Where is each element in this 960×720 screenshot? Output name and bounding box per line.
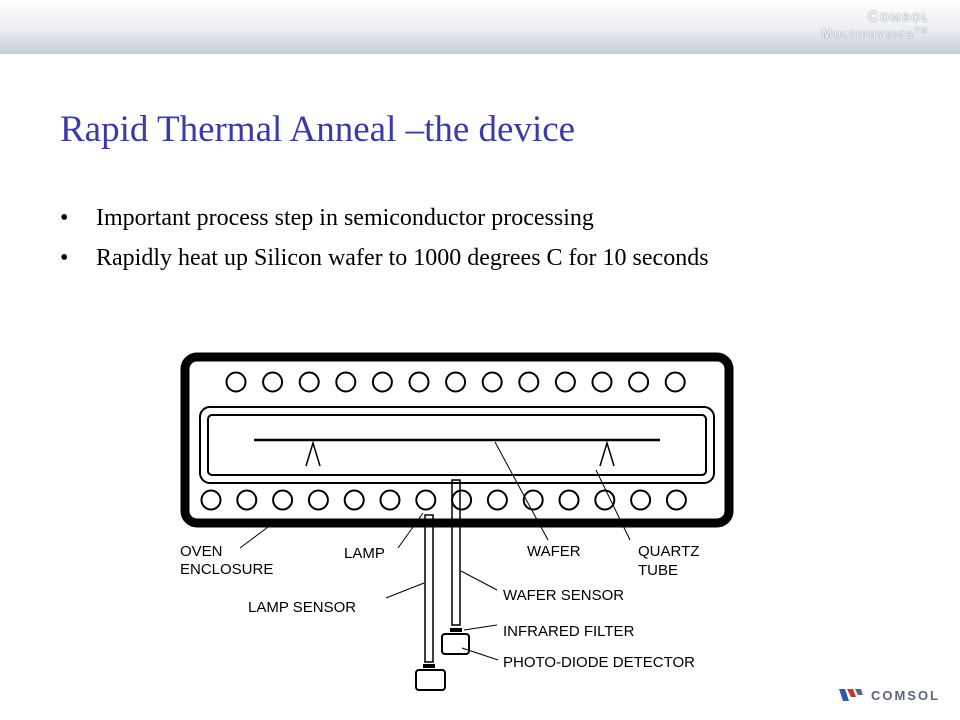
bullet-item: • Rapidly heat up Silicon wafer to 1000 d… xyxy=(60,243,860,273)
leader-photo-diode xyxy=(461,647,499,661)
leader-lamp xyxy=(397,512,424,549)
bullet-list: • Important process step in semiconductor… xyxy=(60,203,860,283)
lamp-circle xyxy=(594,489,616,511)
comsol-mark-icon xyxy=(838,689,863,701)
lamp-circle xyxy=(307,489,329,511)
lamp-circle xyxy=(554,371,576,393)
logo-line2: Multiphysics xyxy=(821,26,915,41)
label-quartz-line1: QUARTZ xyxy=(638,543,699,560)
leader-lamp-sensor xyxy=(385,582,425,599)
wafer-support-right xyxy=(599,440,615,467)
leader-oven xyxy=(239,526,269,549)
logo-line1: Comsol xyxy=(867,8,930,25)
comsol-logo-text: COMSOL xyxy=(870,687,940,703)
bullet-item: • Important process step in semiconductor… xyxy=(60,203,860,233)
lamp-circle xyxy=(445,371,467,393)
top-lamp-row xyxy=(225,371,686,393)
wafer-sensor-rod xyxy=(451,479,461,626)
bullet-text: Rapidly heat up Silicon wafer to 1000 de… xyxy=(96,245,709,271)
leader-wafer-sensor xyxy=(460,570,498,591)
slide-title: Rapid Thermal Anneal –the device xyxy=(60,109,576,150)
leader-infrared xyxy=(463,624,498,631)
bottom-lamp-row xyxy=(200,489,687,511)
label-wafer: WAFER xyxy=(527,543,581,560)
label-photo-diode: PHOTO-DIODE DETECTOR xyxy=(503,654,695,671)
comsol-logo: COMSOL xyxy=(838,687,940,703)
lamp-circle xyxy=(451,489,473,511)
lamp-circle xyxy=(558,489,580,511)
label-oven-line1: OVEN xyxy=(180,543,223,560)
lamp-circle xyxy=(343,489,365,511)
lamp-circle xyxy=(664,371,686,393)
label-oven-line2: ENCLOSURE xyxy=(180,561,273,578)
leader-wafer xyxy=(494,441,549,541)
bullet-icon: • xyxy=(60,245,69,271)
lamp-circle xyxy=(415,489,437,511)
bullet-icon: • xyxy=(60,205,69,231)
wafer-support-left xyxy=(305,440,321,467)
lamp-circle xyxy=(522,489,544,511)
lamp-circle xyxy=(335,371,357,393)
label-quartz-line2: TUBE xyxy=(638,562,678,579)
lamp-circle xyxy=(665,489,687,511)
lamp-circle xyxy=(628,371,650,393)
lamp-sensor-detector xyxy=(415,669,446,691)
bullet-text: Important process step in semiconductor … xyxy=(96,205,594,231)
lamp-circle xyxy=(272,489,294,511)
photo-diode-detector-shape xyxy=(441,633,470,655)
lamp-circle xyxy=(225,371,247,393)
lamp-circle xyxy=(371,371,393,393)
quartz-tube-inner xyxy=(207,414,707,476)
label-lamp-sensor: LAMP SENSOR xyxy=(248,599,356,616)
lamp-sensor-rod xyxy=(424,514,434,663)
lamp-circle xyxy=(630,489,652,511)
lamp-circle xyxy=(408,371,430,393)
lamp-circle xyxy=(236,489,258,511)
lamp-circle xyxy=(200,489,222,511)
logo-tm: TM xyxy=(914,27,929,35)
label-lamp: LAMP xyxy=(344,545,385,562)
quartz-tube-outer xyxy=(199,406,715,484)
lamp-circle xyxy=(262,371,284,393)
label-wafer-sensor: WAFER SENSOR xyxy=(503,587,624,604)
oven-enclosure xyxy=(180,352,734,528)
lamp-circle xyxy=(379,489,401,511)
lamp-circle xyxy=(518,371,540,393)
lamp-circle xyxy=(591,371,613,393)
lamp-circle xyxy=(481,371,503,393)
label-infrared-filter: INFRARED FILTER xyxy=(503,623,635,640)
leader-quartz xyxy=(595,469,631,541)
lamp-sensor-filter xyxy=(423,664,435,668)
lamp-circle xyxy=(298,371,320,393)
lamp-circle xyxy=(486,489,508,511)
header-band xyxy=(0,0,960,54)
infrared-filter-shape xyxy=(450,628,462,632)
comsol-multiphysics-logo: Comsol MultiphysicsTM xyxy=(821,8,930,41)
